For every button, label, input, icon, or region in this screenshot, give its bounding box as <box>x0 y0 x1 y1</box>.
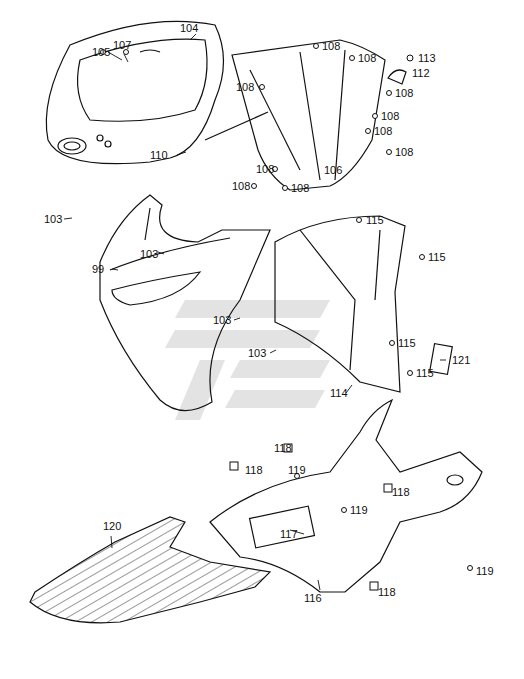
callout-number: 120 <box>103 520 121 532</box>
callout-number: 119 <box>476 565 494 577</box>
callout-number: 108 <box>374 125 392 137</box>
callout-number: 118 <box>245 464 263 476</box>
callout-number: 104 <box>180 22 198 34</box>
callout-number: 99 <box>92 263 104 275</box>
callout-number: 103 <box>248 347 266 359</box>
callout-number: 108 <box>395 87 413 99</box>
callout-number: 113 <box>418 52 436 64</box>
callout-number: 119 <box>288 464 306 476</box>
callout-number: 115 <box>366 214 384 226</box>
leader-lines <box>64 34 446 590</box>
callout-number: 103 <box>213 314 231 326</box>
watermark <box>165 300 330 420</box>
callout-number: 110 <box>150 149 168 161</box>
callout-number: 118 <box>392 486 410 498</box>
callout-number: 119 <box>350 504 368 516</box>
callout-number: 116 <box>304 592 322 604</box>
callout-number: 121 <box>452 354 470 366</box>
callout-number: 103 <box>140 248 158 260</box>
callout-number: 108 <box>358 52 376 64</box>
screws <box>101 44 473 591</box>
callout-number: 108 <box>232 180 250 192</box>
callout-number: 118 <box>378 586 396 598</box>
callout-number: 108 <box>291 182 309 194</box>
callout-number: 115 <box>428 251 446 263</box>
callout-number: 114 <box>330 387 348 399</box>
callout-number: 115 <box>398 337 416 349</box>
callout-number: 108 <box>395 146 413 158</box>
callout-number: 103 <box>44 213 62 225</box>
callout-number: 112 <box>412 67 430 79</box>
callout-number: 108 <box>381 110 399 122</box>
callout-number: 105 <box>92 46 110 58</box>
callout-number: 115 <box>416 367 434 379</box>
callout-number: 117 <box>280 528 298 540</box>
callout-number: 108 <box>236 81 254 93</box>
callout-number: 118 <box>274 442 292 454</box>
callout-number: 108 <box>322 40 340 52</box>
callout-number: 107 <box>113 39 131 51</box>
callout-number: 108 <box>256 163 274 175</box>
callout-number: 106 <box>324 164 342 176</box>
